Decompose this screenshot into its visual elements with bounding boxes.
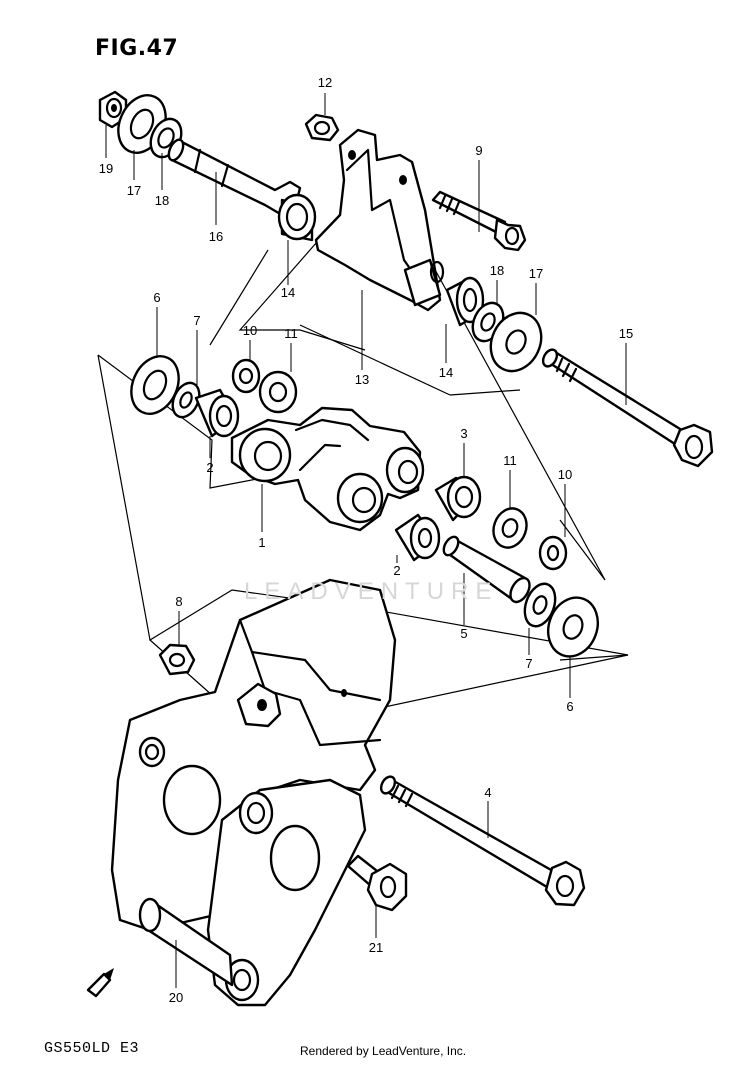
washer-part-7-right <box>523 582 557 628</box>
washer-part-7-left <box>171 381 201 419</box>
callout-19: 19 <box>99 161 113 176</box>
callout-9: 9 <box>475 143 482 158</box>
bolt-part-21 <box>346 854 408 912</box>
callout-16: 16 <box>209 229 223 244</box>
bolt-part-15 <box>541 348 714 468</box>
callout-14-right: 14 <box>439 365 453 380</box>
bolt-part-9 <box>431 190 527 252</box>
callout-15: 15 <box>619 326 633 341</box>
callout-7-left: 7 <box>193 313 200 328</box>
callout-20: 20 <box>169 990 183 1005</box>
washer-part-17-right <box>489 311 543 373</box>
callout-11-right: 11 <box>503 453 517 468</box>
forward-mark <box>86 968 114 998</box>
callout-11-left: 11 <box>284 326 298 341</box>
collar-part-10-left <box>231 358 261 394</box>
callout-10-right: 10 <box>558 467 572 482</box>
bushing-part-14-right <box>445 276 485 327</box>
collar-part-10-right <box>538 535 568 571</box>
callout-6-left: 6 <box>153 290 160 305</box>
bracket-part-13 <box>314 128 445 312</box>
callout-3: 3 <box>460 426 467 441</box>
callout-4: 4 <box>484 785 491 800</box>
callout-1: 1 <box>258 535 265 550</box>
callout-17-right: 17 <box>529 266 543 281</box>
render-credit: Rendered by LeadVenture, Inc. <box>300 1044 467 1058</box>
bearing-part-2-center <box>394 513 441 562</box>
callout-2-left: 2 <box>206 460 213 475</box>
callout-8: 8 <box>175 594 182 609</box>
callout-labels: 19 17 18 16 12 9 14 13 14 18 17 15 6 7 1… <box>99 75 633 1005</box>
bushing-part-3 <box>434 475 482 522</box>
seal-part-6-right <box>547 596 599 658</box>
callout-14-left: 14 <box>281 285 295 300</box>
bushing-part-11-left <box>258 370 298 414</box>
callout-21: 21 <box>369 940 383 955</box>
leader-lines <box>105 93 627 988</box>
callout-10-left: 10 <box>243 323 257 338</box>
nut-part-12 <box>304 113 340 142</box>
callout-7-right: 7 <box>525 656 532 671</box>
callout-18-top: 18 <box>155 193 169 208</box>
bolt-part-4 <box>379 775 586 907</box>
callout-12: 12 <box>318 75 332 90</box>
callout-18-right: 18 <box>490 263 504 278</box>
callout-6-right: 6 <box>566 699 573 714</box>
callout-5: 5 <box>460 626 467 641</box>
linkage-part-20 <box>110 578 397 1007</box>
model-code: GS550LD E3 <box>44 1040 140 1057</box>
callout-17-top: 17 <box>127 183 141 198</box>
lever-part-1 <box>230 406 425 532</box>
shaft-part-16 <box>167 138 317 242</box>
bearing-part-2-left <box>194 388 240 438</box>
bushing-part-11-right <box>492 507 528 549</box>
spacer-part-5 <box>442 535 531 604</box>
callout-2-center: 2 <box>393 563 400 578</box>
figure-title: FIG.47 <box>95 36 179 61</box>
watermark-text: LEADVENTURE <box>244 578 499 605</box>
nut-part-8 <box>158 643 196 676</box>
callout-13: 13 <box>355 372 369 387</box>
seal-part-6-left <box>130 355 180 415</box>
